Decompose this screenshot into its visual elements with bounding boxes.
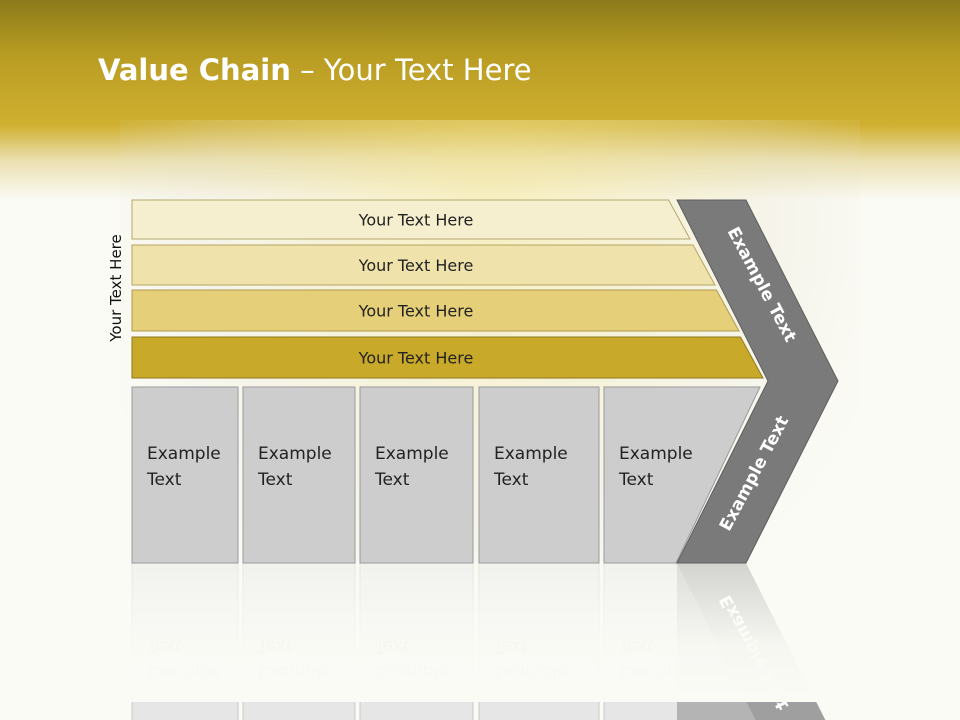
- title-bold: Value Chain: [98, 53, 291, 87]
- primary-box-line1: Example: [147, 444, 221, 464]
- primary-box-4: [478, 386, 600, 564]
- support-row-3: [131, 289, 740, 332]
- support-row-4: [131, 336, 764, 379]
- support-row-label: Your Text Here: [358, 256, 474, 275]
- chevron-shape: [676, 199, 839, 564]
- primary-box-line1: Example: [494, 444, 568, 464]
- primary-box-5: [603, 386, 761, 564]
- support-row-1: [131, 199, 691, 240]
- support-row-label: Your Text Here: [358, 349, 474, 368]
- primary-box-line1: Example: [375, 444, 449, 464]
- support-row-2: [131, 244, 716, 286]
- primary-box-2: [242, 386, 356, 564]
- primary-box-line1: Example: [258, 444, 332, 464]
- primary-box-line2: Text: [493, 470, 529, 490]
- primary-box-line2: Text: [257, 470, 293, 490]
- primary-box-1: [131, 386, 239, 564]
- support-row-label: Your Text Here: [358, 302, 474, 321]
- page-title: Value Chain – Your Text Here: [98, 53, 532, 87]
- reflection-fade: [120, 562, 880, 702]
- title-rest: – Your Text Here: [290, 53, 532, 87]
- primary-box-line2: Text: [146, 470, 182, 490]
- support-row-label: Your Text Here: [358, 211, 474, 230]
- primary-box-line1: Example: [619, 444, 693, 464]
- primary-box-3: [359, 386, 474, 564]
- primary-box-line2: Text: [618, 470, 654, 490]
- primary-box-line2: Text: [374, 470, 410, 490]
